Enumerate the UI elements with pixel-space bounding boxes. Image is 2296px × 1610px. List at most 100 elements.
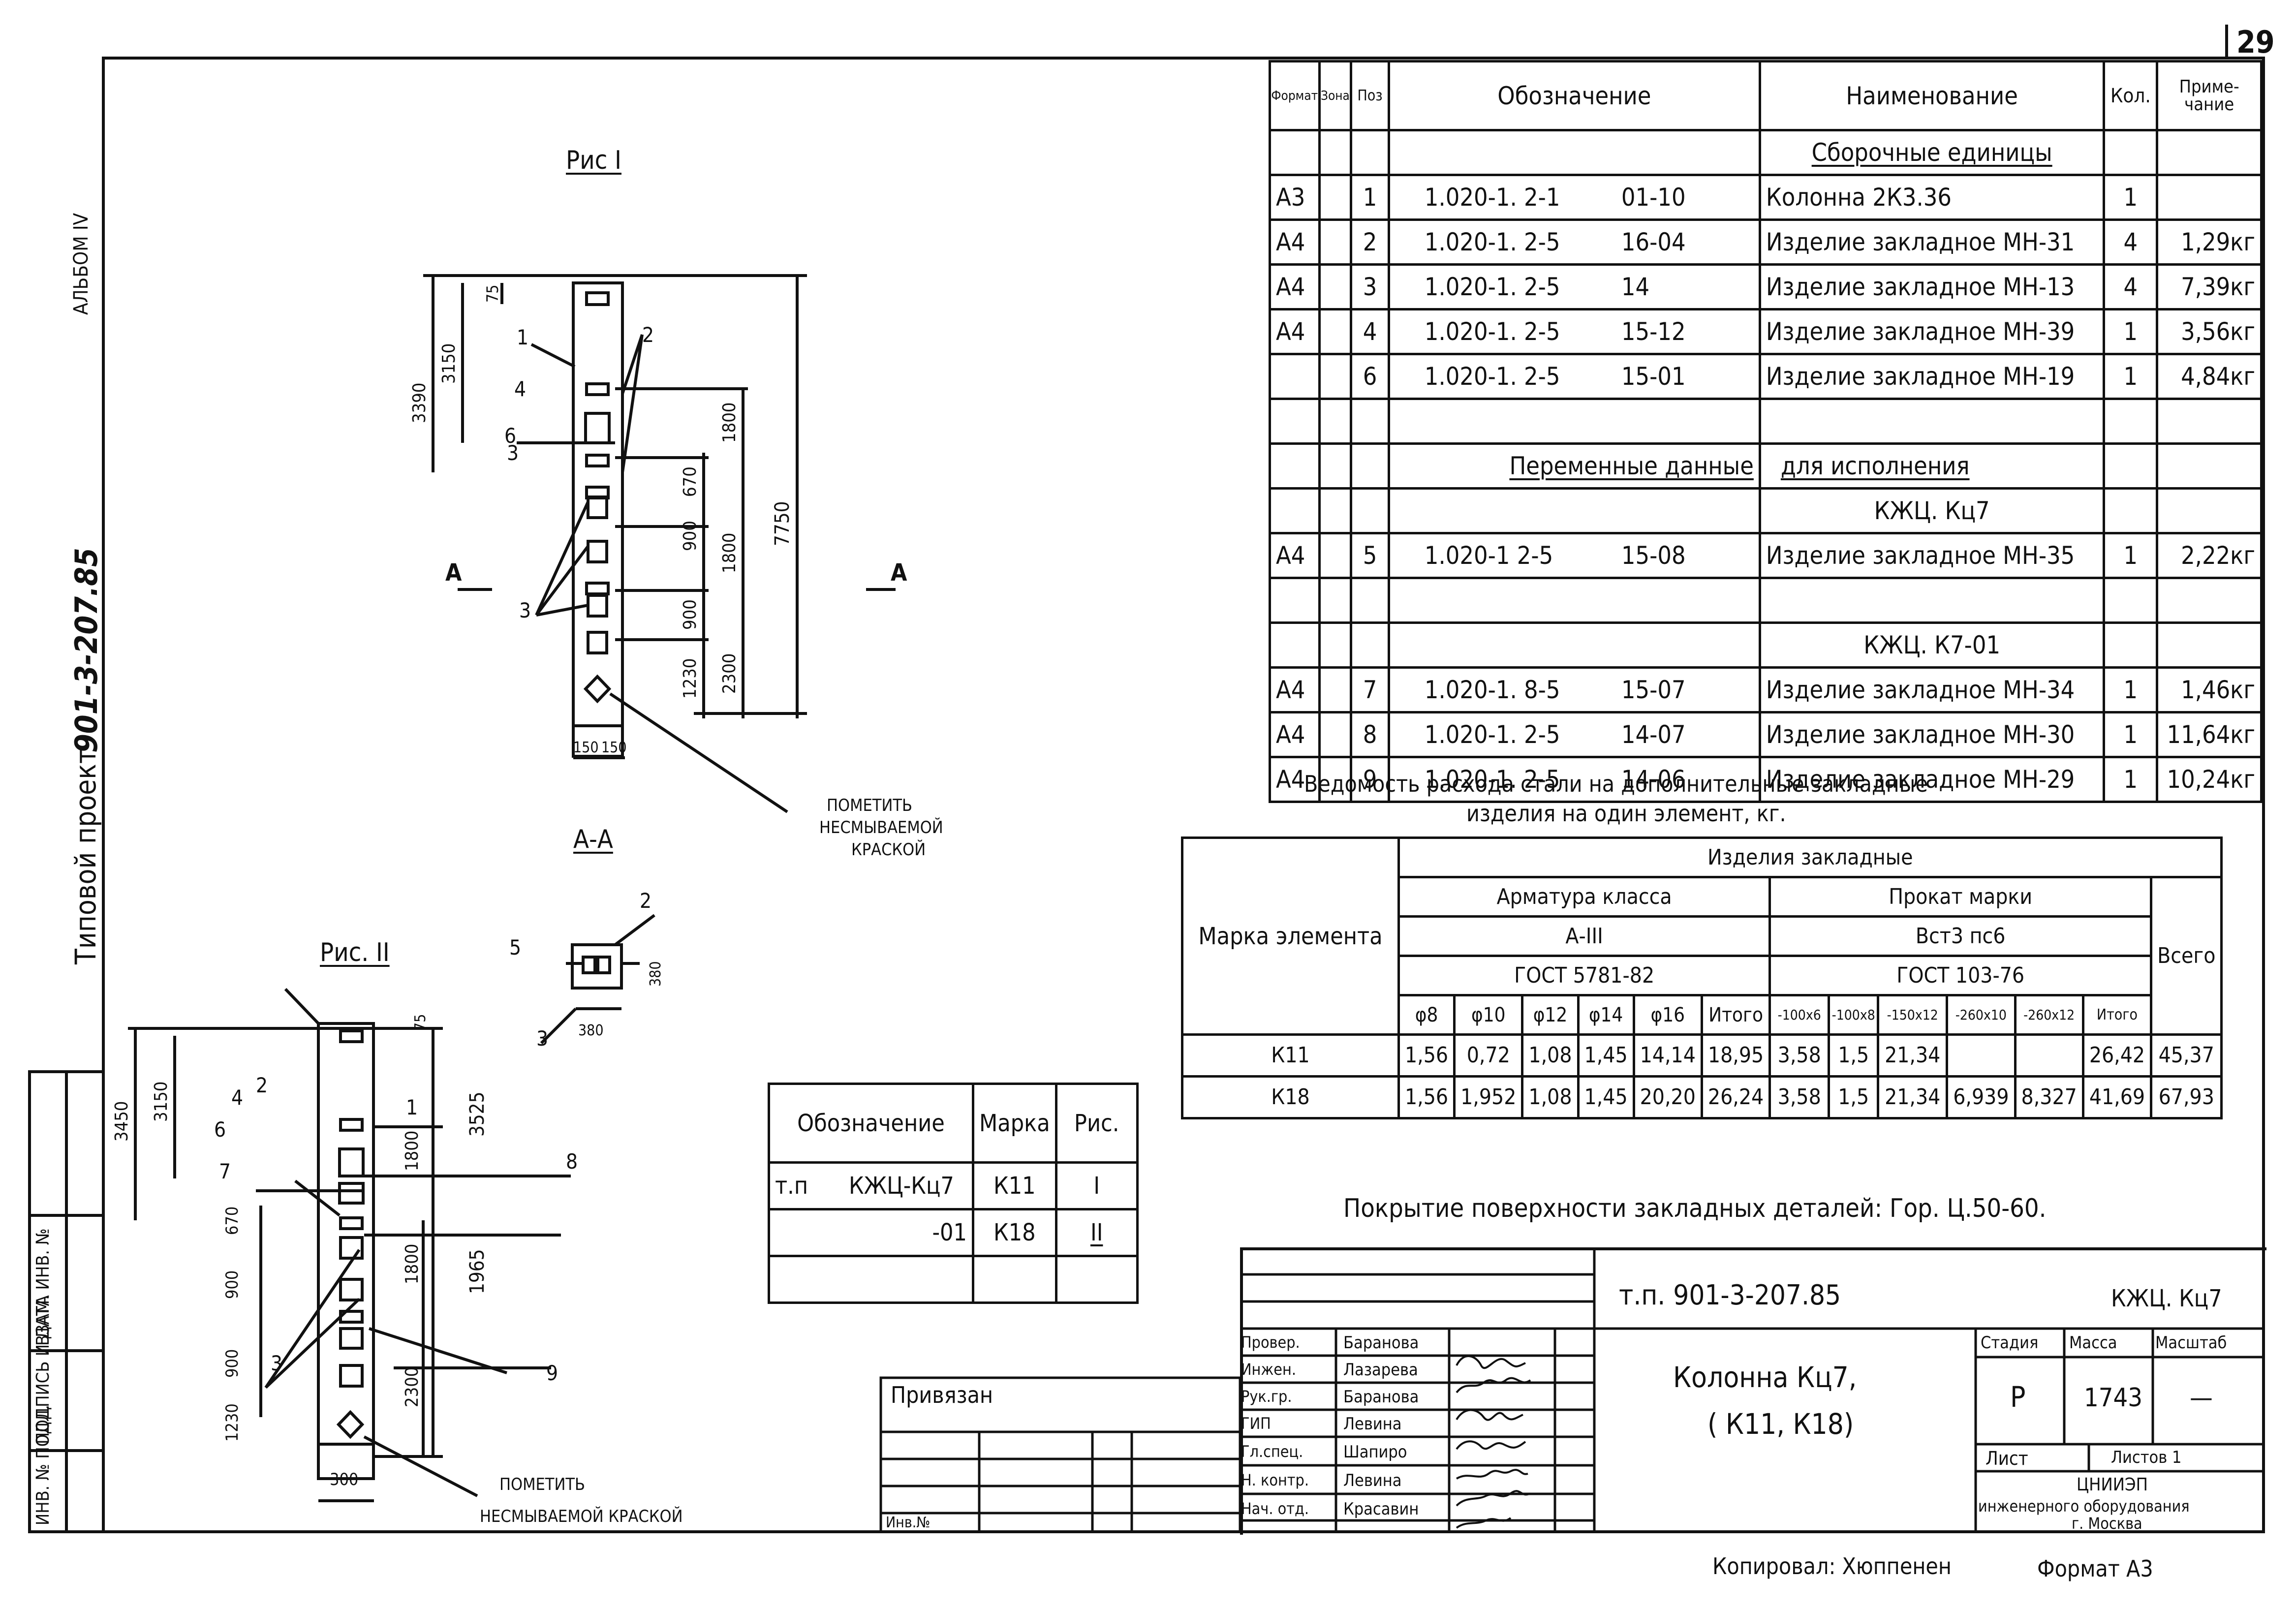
cell-qty: 4 bbox=[2103, 263, 2159, 310]
note-line: НЕСМЫВАЕМОЙ КРАСКОЙ bbox=[480, 1507, 683, 1526]
spec-variant-row: КЖЦ. К7-01 bbox=[1269, 621, 2263, 669]
note-line: ПОМЕТИТЬ bbox=[499, 1475, 586, 1494]
steel-col: φ14 bbox=[1577, 994, 1635, 1036]
cell-sub: 14 bbox=[1621, 273, 1650, 301]
role-name: Баранова bbox=[1343, 1387, 1419, 1407]
role-name: Левина bbox=[1343, 1471, 1402, 1490]
position-label: 4 bbox=[231, 1085, 244, 1110]
cell-sub: 01-10 bbox=[1621, 183, 1686, 212]
spec-empty-row bbox=[1269, 398, 2263, 445]
section-mark-right: А bbox=[891, 559, 907, 587]
cell-pos: 8 bbox=[1350, 711, 1390, 758]
cell-qty: 4 bbox=[2103, 218, 2159, 266]
cell-qty: 1 bbox=[2103, 532, 2159, 579]
steel-cell: 20,20 bbox=[1632, 1075, 1703, 1119]
position-label: 9 bbox=[546, 1361, 558, 1385]
cell-format: А4 bbox=[1269, 218, 1321, 266]
col-qty: Кол. bbox=[2103, 60, 2159, 131]
cell-format: А4 bbox=[1269, 308, 1321, 355]
cell-sub: 15-01 bbox=[1621, 362, 1686, 391]
steel-arm-grade: А-III bbox=[1397, 915, 1771, 957]
cell-name: Изделие закладное МН-39 bbox=[1758, 308, 2106, 355]
col-zone: Зона bbox=[1318, 60, 1353, 131]
cell-name: Изделие закладное МН-30 bbox=[1758, 711, 2106, 758]
cell-code: 1.020-1. 2-5 bbox=[1424, 765, 1560, 794]
position-label: 3 bbox=[536, 1026, 549, 1051]
cell-name: Изделие закладное МН-35 bbox=[1758, 532, 2106, 579]
sheet-header: Лист bbox=[1986, 1448, 2028, 1469]
role-name: Шапиро bbox=[1343, 1442, 1407, 1462]
marks-fig: II bbox=[1055, 1208, 1139, 1257]
coating-note: Покрытие поверхности закладных деталей: … bbox=[1343, 1194, 2047, 1223]
note-line: КРАСКОЙ bbox=[851, 840, 926, 860]
cell-note: 3,56кг bbox=[2156, 308, 2263, 355]
position-label: 6 bbox=[504, 424, 517, 448]
cell-name: Колонна 2К3.36 bbox=[1758, 174, 2106, 221]
col-designation: Обозначение bbox=[1387, 60, 1761, 131]
cell-format: А4 bbox=[1269, 263, 1321, 310]
position-label: 1 bbox=[406, 1095, 418, 1119]
title-line-1: Колонна Кц7, bbox=[1673, 1361, 1857, 1394]
section-title: А-А bbox=[573, 825, 613, 854]
cell-format: А4 bbox=[1269, 711, 1321, 758]
spec-variant-1: КЖЦ. Кц7 bbox=[1758, 487, 2106, 534]
cell-format: А4 bbox=[1269, 666, 1321, 713]
marks-mark: К11 bbox=[972, 1161, 1057, 1210]
steel-cell bbox=[1946, 1033, 2017, 1078]
cell-format: А4 bbox=[1269, 532, 1321, 579]
cell-code: 1.020-1. 2-1 bbox=[1424, 183, 1560, 212]
steel-cell: 21,34 bbox=[1877, 1075, 1949, 1119]
steel-col: -260х10 bbox=[1946, 994, 2017, 1036]
steel-caption-1: Ведомость расхода стали на дополнительны… bbox=[1304, 771, 1928, 797]
role-name: Левина bbox=[1343, 1414, 1402, 1434]
steel-cell: 26,42 bbox=[2081, 1033, 2153, 1078]
steel-cell: 1,56 bbox=[1397, 1033, 1456, 1078]
role-label: Инжен. bbox=[1241, 1360, 1296, 1379]
sheets-header: Листов 1 bbox=[2111, 1448, 2182, 1467]
position-label: 3 bbox=[519, 598, 531, 622]
cell-pos: 2 bbox=[1350, 218, 1390, 266]
cell-qty: 1 bbox=[2103, 174, 2159, 221]
cell-sub: 14-06 bbox=[1621, 765, 1686, 794]
col-pos: Поз bbox=[1350, 60, 1390, 131]
cell-format bbox=[1269, 353, 1321, 400]
role-name: Лазарева bbox=[1343, 1360, 1418, 1380]
steel-cell: 3,58 bbox=[1769, 1075, 1831, 1119]
steel-total-header: Всего bbox=[2150, 876, 2223, 1036]
marks-header: Марка bbox=[972, 1083, 1057, 1164]
cell-name: Изделие закладное МН-34 bbox=[1758, 666, 2106, 713]
cell-code: 1.020-1. 2-5 bbox=[1424, 362, 1560, 391]
steel-cell: 1,08 bbox=[1521, 1075, 1580, 1119]
org-line-2: инженерного оборудования bbox=[1978, 1497, 2190, 1516]
steel-cell: 3,58 bbox=[1769, 1033, 1831, 1078]
steel-cell: 26,24 bbox=[1700, 1075, 1771, 1119]
steel-col: -100х8 bbox=[1828, 994, 1880, 1036]
spec-section-variant: для исполнения bbox=[1780, 452, 1970, 480]
steel-cell: 1,5 bbox=[1828, 1075, 1880, 1119]
steel-prokat-gost: ГОСТ 103-76 bbox=[1769, 955, 2153, 996]
steel-cell: 18,95 bbox=[1700, 1033, 1771, 1078]
title-block bbox=[1240, 1247, 2266, 1535]
position-label: 8 bbox=[566, 1149, 578, 1174]
cell-code: 1.020-1. 2-5 bbox=[1424, 317, 1560, 346]
position-label: 4 bbox=[514, 377, 527, 401]
steel-cell: 1,952 bbox=[1453, 1075, 1524, 1119]
cell-name: Изделие закладное МН-19 bbox=[1758, 353, 2106, 400]
privyazan-label: Привязан bbox=[891, 1382, 993, 1408]
cell-note: 10,24кг bbox=[2156, 756, 2263, 803]
cell-sub: 15-08 bbox=[1621, 541, 1686, 570]
marks-mark: К18 bbox=[972, 1208, 1057, 1257]
cell-name: Изделие закладное МН-31 bbox=[1758, 218, 2106, 266]
marks-code: КЖЦ-Кц7 bbox=[849, 1172, 954, 1200]
col-note: Приме-чание bbox=[2156, 60, 2263, 131]
steel-table: Марка элемента Изделия закладные Арматур… bbox=[1181, 836, 2223, 1119]
position-label: 2 bbox=[640, 889, 652, 913]
